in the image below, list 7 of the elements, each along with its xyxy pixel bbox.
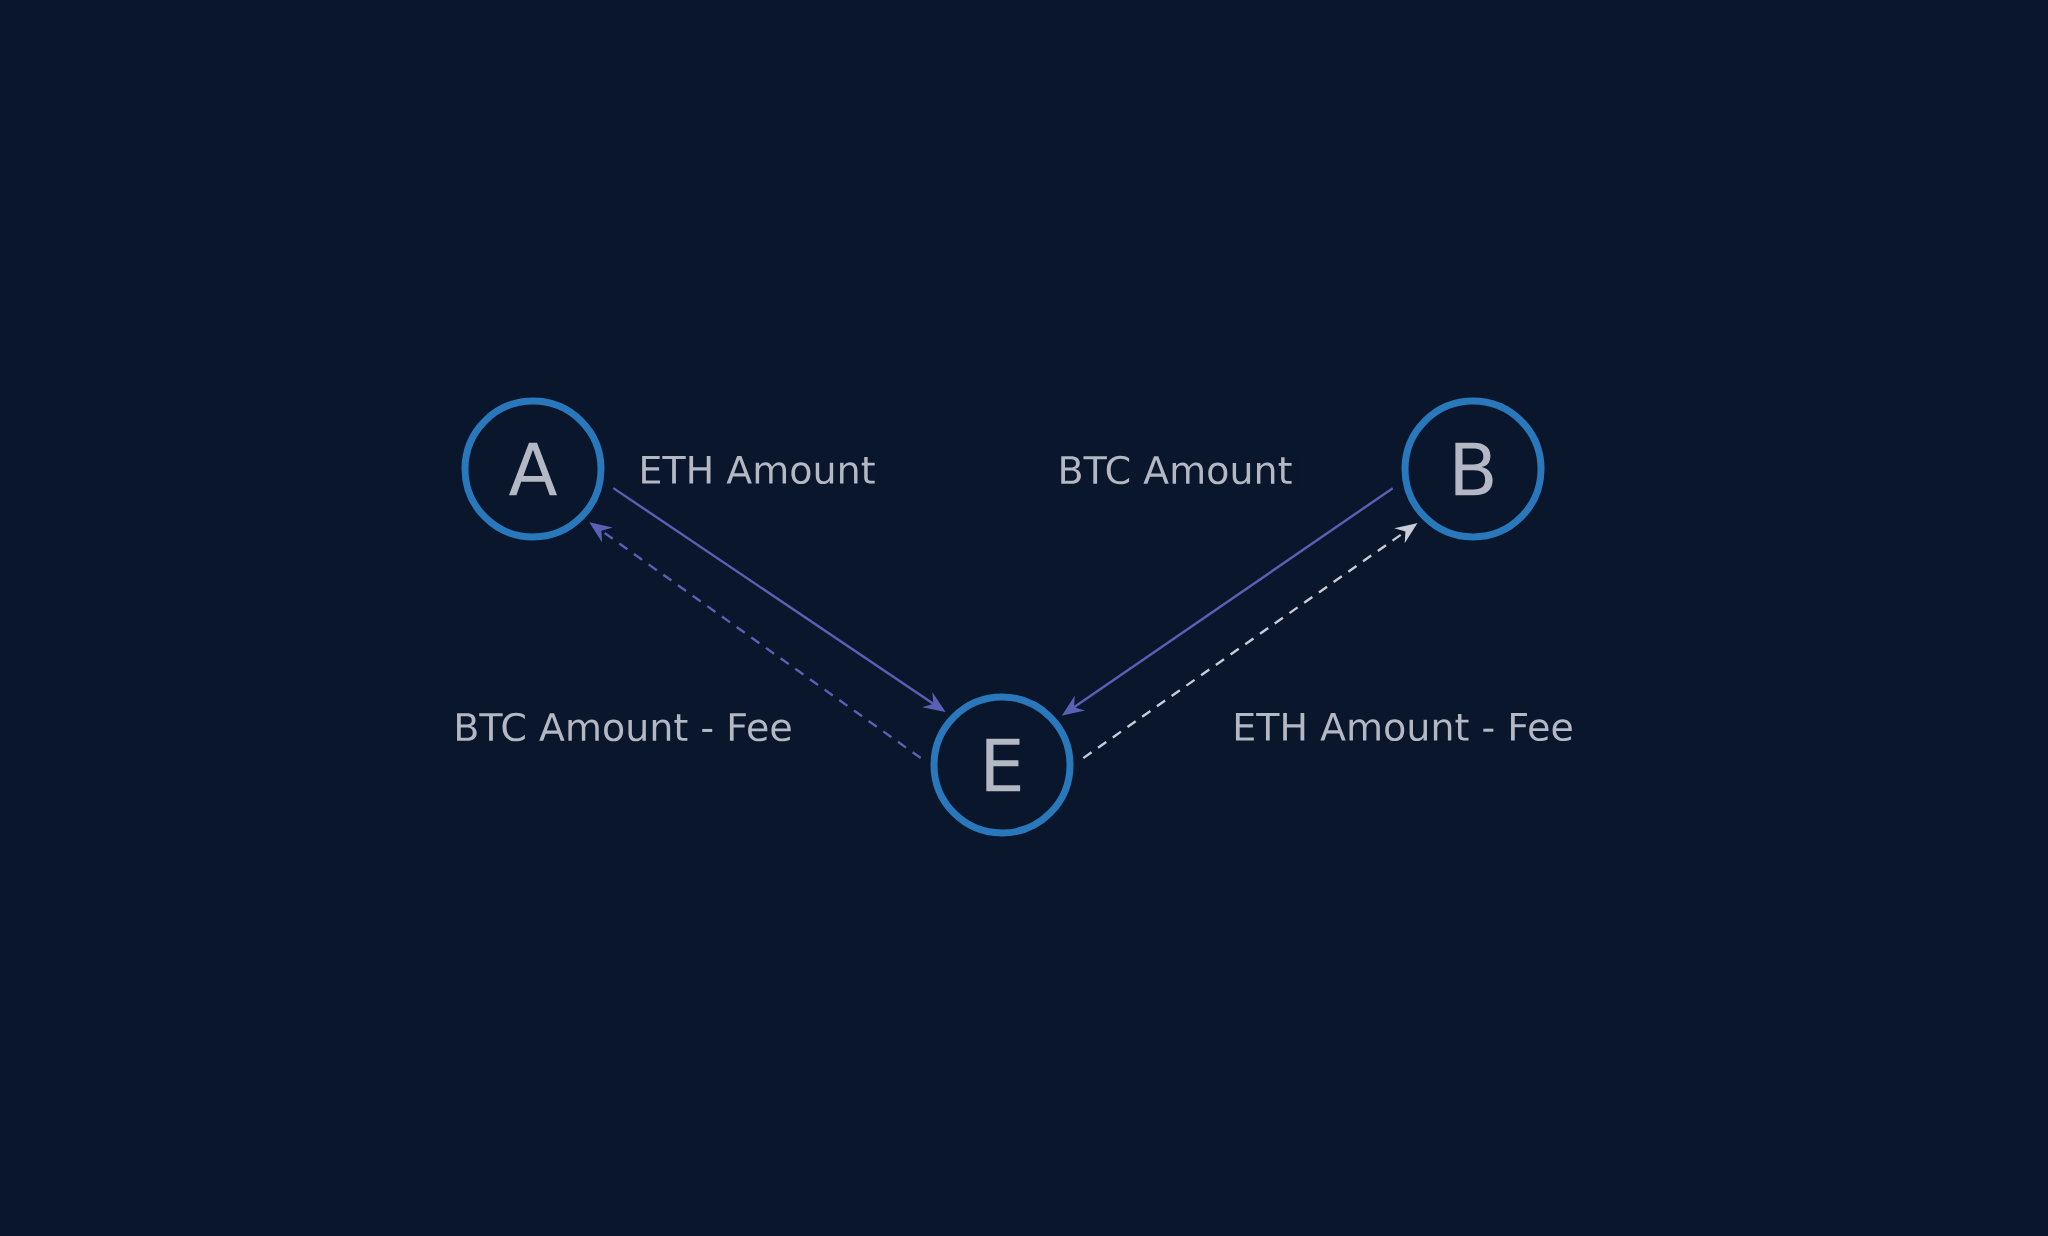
circle-node: A (461, 397, 605, 541)
edge-label: BTC Amount - Fee (449, 708, 797, 746)
circle-node: B (1401, 397, 1545, 541)
edge-label: ETH Amount (634, 451, 880, 489)
circle-node: E (930, 693, 1074, 837)
edge-label: ETH Amount - Fee (1228, 708, 1578, 746)
edge-label: BTC Amount (1053, 451, 1297, 489)
